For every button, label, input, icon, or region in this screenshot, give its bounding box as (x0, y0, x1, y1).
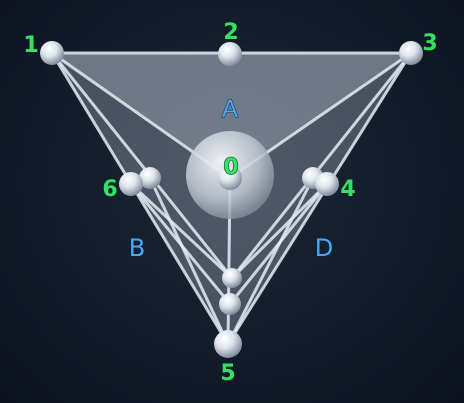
vertex-sphere-4[interactable] (315, 172, 339, 196)
vertex-sphere-1[interactable] (40, 41, 64, 65)
vertex-sphere-5[interactable] (214, 330, 242, 358)
edge-4-lower (230, 182, 329, 280)
edge-6-mid (129, 182, 232, 306)
vertex-sphere-6[interactable] (119, 172, 143, 196)
vertex-label-4: 4 (340, 177, 355, 202)
face-label-b: B (129, 234, 145, 262)
vertex-label-0: 0 (223, 155, 238, 180)
vertex-label-5: 5 (220, 361, 235, 386)
vertex-sphere-mid[interactable] (219, 293, 241, 315)
edge-3-5 (226, 51, 413, 346)
edge-4-5 (226, 176, 315, 346)
edge-4-mid (228, 182, 329, 306)
vertex-label-3: 3 (422, 31, 437, 56)
vertex-label-6: 6 (102, 177, 117, 202)
face-label-a: A (222, 95, 239, 123)
vertex-sphere-2[interactable] (218, 42, 242, 66)
vertex-sphere-3[interactable] (399, 41, 423, 65)
face-top (52, 53, 411, 178)
edge-1-lower (50, 51, 234, 280)
edge-6-lower (129, 182, 234, 280)
face-label-d: D (315, 234, 333, 262)
vertex-label-2: 2 (223, 20, 238, 45)
edge-6-5 (148, 176, 230, 346)
edge-1-5 (50, 51, 230, 346)
edge-3-lower (230, 51, 413, 280)
vertex-sphere-lower[interactable] (222, 268, 242, 288)
vertex-sphere-6-back[interactable] (139, 167, 161, 189)
vertex-label-1: 1 (23, 33, 38, 58)
vertex-sphere-0[interactable] (218, 166, 242, 190)
